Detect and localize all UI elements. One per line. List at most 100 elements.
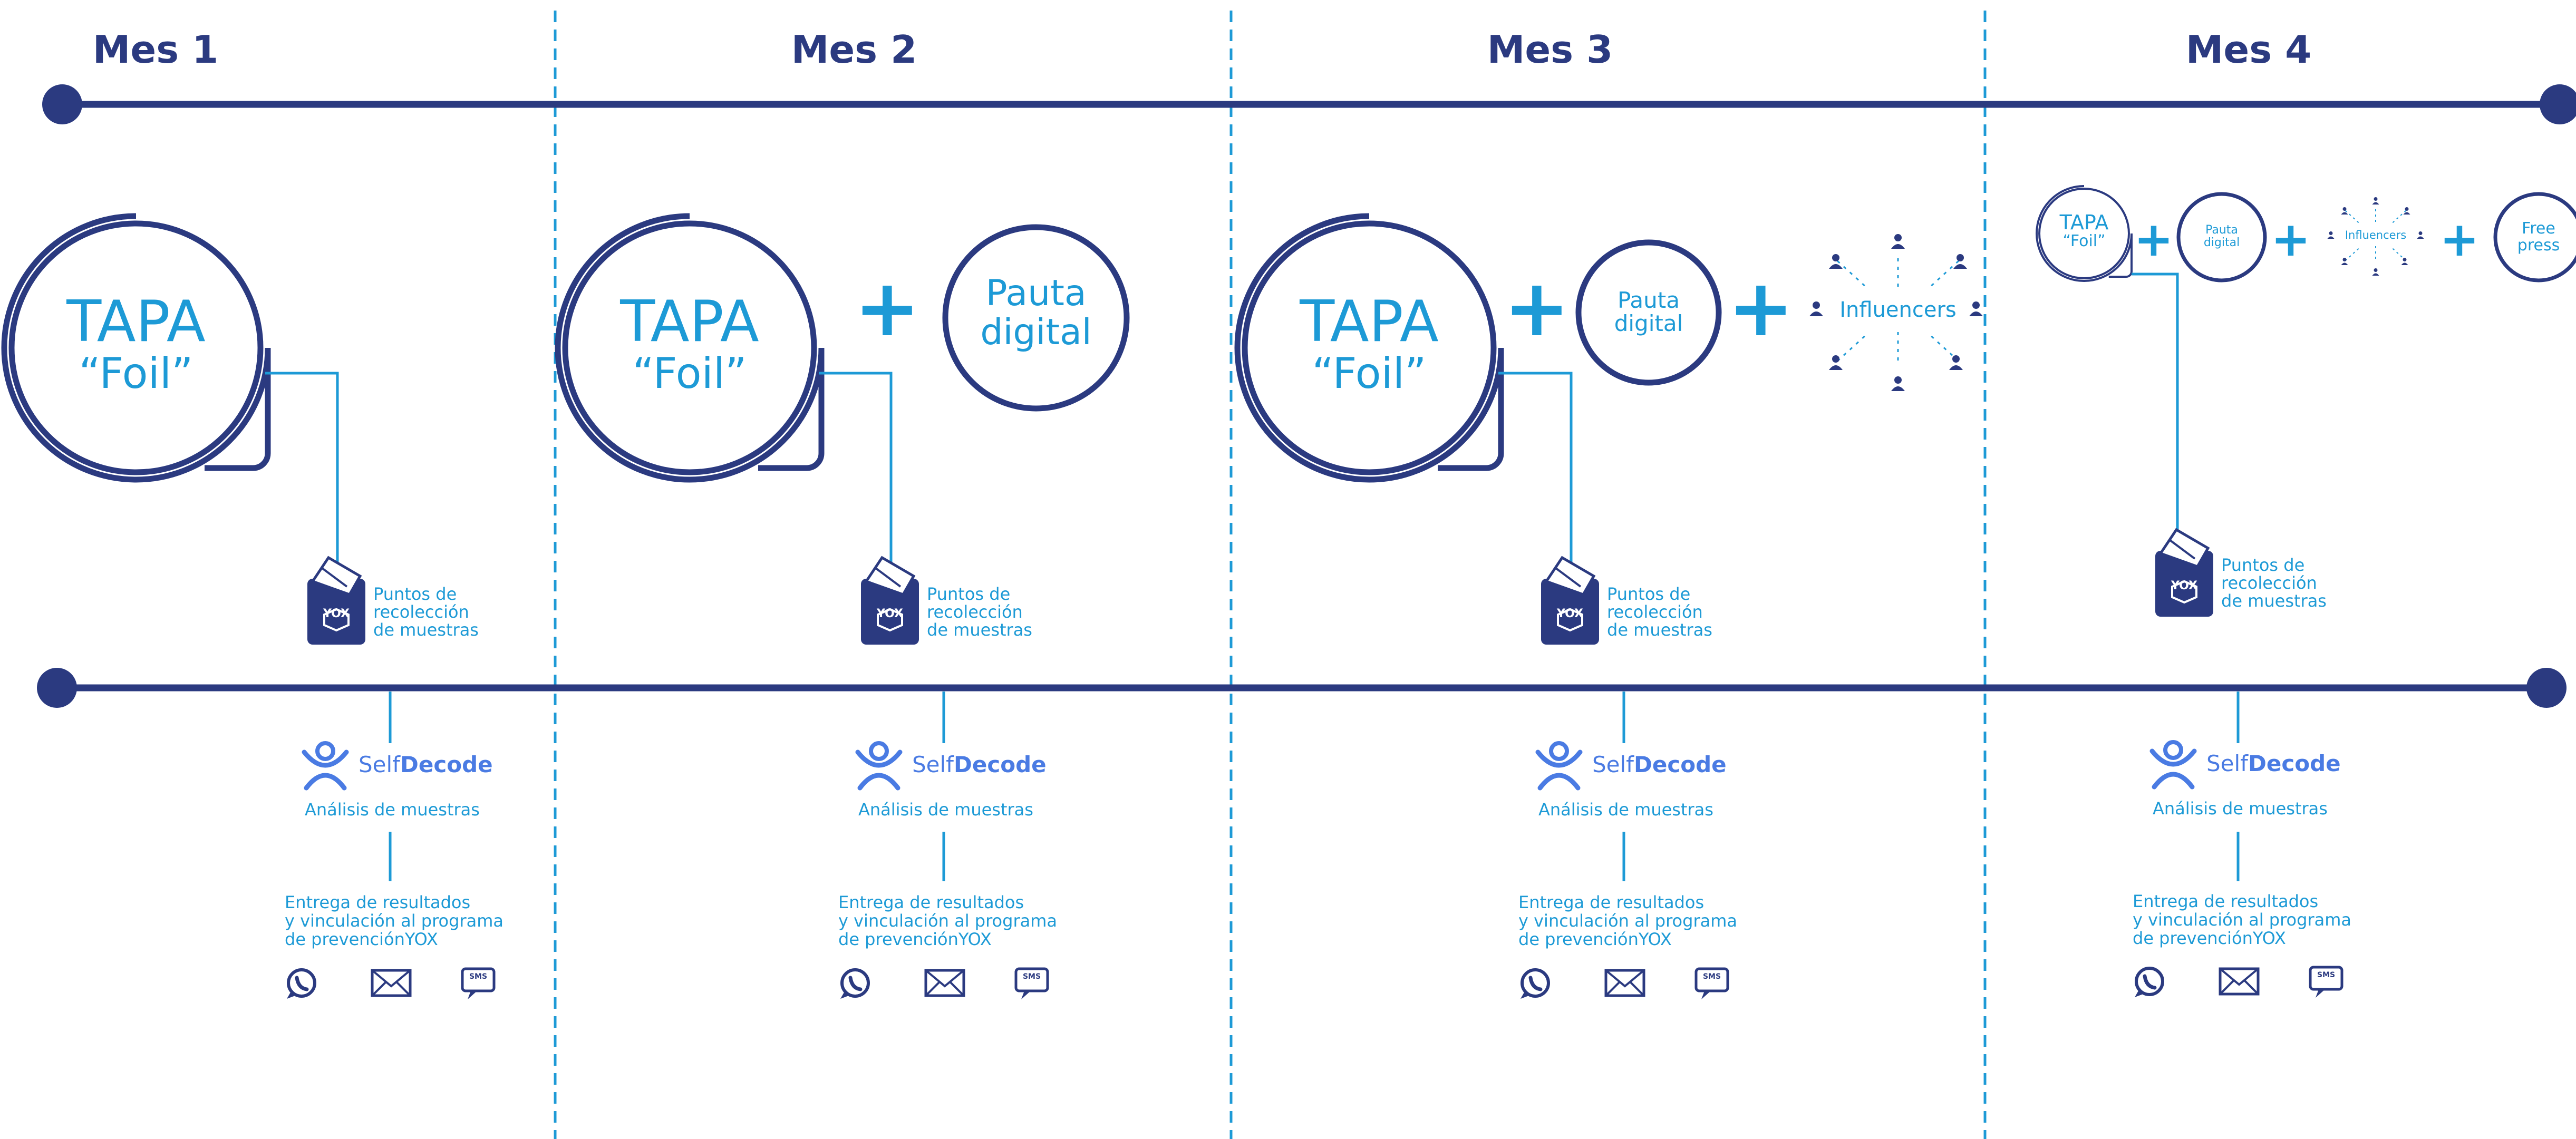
box-logo-text-3: YOX [1556, 607, 1584, 620]
influencers-cluster-4 [2327, 197, 2424, 276]
month-title-3: Mes 3 [1487, 27, 1613, 72]
sms-text-4: SMS [2317, 971, 2336, 979]
selfdecode-logo-icon-4 [2152, 742, 2194, 787]
pauta-digital-circle-2 [942, 224, 1130, 412]
collection-line2: recolección [927, 602, 1023, 622]
collection-box-icon-1 [307, 558, 365, 645]
collection-label-2: Puntos de recolección de muestras [927, 585, 1032, 639]
delivery-label-4: Entrega de resultados y vinculación al p… [2133, 892, 2351, 948]
analysis-label-4: Análisis de muestras [2153, 799, 2328, 819]
delivery-label-2: Entrega de resultados y vinculación al p… [838, 893, 1057, 949]
delivery-line3: de prevenciónYOX [285, 929, 438, 949]
month-title-4: Mes 4 [2185, 27, 2312, 72]
month-title-2: Mes 2 [791, 27, 917, 72]
delivery-line2: y vinculación al programa [838, 911, 1057, 931]
bottom-timeline-start-dot [37, 668, 77, 708]
wordmark-self: Self [359, 752, 400, 777]
analysis-label-2: Análisis de muestras [858, 800, 1033, 820]
wordmark-self: Self [1592, 752, 1634, 777]
collection-label-4: Puntos de recolección de muestras [2221, 556, 2327, 610]
top-timeline-end-dot [2540, 84, 2576, 124]
pauta-line1: Pauta [2205, 223, 2238, 237]
selfdecode-wordmark-4: SelfDecode [2206, 751, 2341, 776]
plus-sign-4b: + [2271, 212, 2311, 267]
collection-box-icon-3 [1541, 558, 1599, 645]
process-connectors [389, 692, 2240, 881]
connector-2 [819, 372, 893, 572]
tapa-sub: “Foil” [2062, 232, 2106, 250]
tapa-title: TAPA [66, 289, 206, 355]
influencers-cluster-3 [1809, 234, 1983, 391]
collection-line3: de muestras [373, 620, 479, 640]
wordmark-decode: Decode [953, 752, 1047, 777]
connector-3 [1498, 372, 1573, 572]
tapa-sub: “Foil” [632, 349, 747, 398]
delivery-line1: Entrega de resultados [1518, 892, 1705, 912]
pauta-line1: Pauta [985, 272, 1087, 314]
delivery-line1: Entrega de resultados [285, 892, 471, 912]
influencers-label-3: Influencers [1839, 298, 1957, 322]
selfdecode-logo-icon-3 [1538, 743, 1580, 788]
collection-line1: Puntos de [1607, 584, 1691, 604]
sms-text-3: SMS [1702, 972, 1721, 981]
tapa-label-1: TAPA “Foil” [31, 293, 241, 396]
tapa-title: TAPA [1300, 289, 1439, 355]
delivery-line2: y vinculación al programa [2133, 910, 2351, 930]
selfdecode-wordmark-3: SelfDecode [1592, 752, 1727, 777]
free-press-line1: Free [2522, 219, 2555, 238]
plus-sign-4a: + [2134, 212, 2174, 267]
pauta-line2: digital [1614, 310, 1683, 336]
pauta-digital-label-3: Pauta digital [1585, 289, 1712, 335]
selfdecode-logo-icon-2 [858, 743, 900, 788]
collection-line3: de muestras [927, 620, 1032, 640]
collection-label-1: Puntos de recolección de muestras [373, 585, 479, 639]
whatsapp-icon-2 [840, 970, 868, 999]
top-timeline-start-dot [42, 84, 82, 124]
mail-icon-4 [2220, 969, 2258, 994]
delivery-line3: de prevenciónYOX [1518, 929, 1672, 949]
collection-line1: Puntos de [927, 584, 1011, 604]
delivery-line2: y vinculación al programa [1518, 911, 1737, 931]
whatsapp-icon-4 [2135, 968, 2163, 997]
collection-line3: de muestras [2221, 591, 2327, 611]
delivery-line1: Entrega de resultados [2133, 891, 2319, 911]
bottom-timeline-end-dot [2526, 668, 2567, 708]
plus-sign-2: + [854, 262, 921, 354]
pauta-digital-label-2: Pauta digital [957, 274, 1115, 352]
pauta-digital-circle-4 [2176, 192, 2267, 283]
mail-icon-2 [926, 970, 964, 996]
mail-icon-1 [372, 970, 410, 996]
tapa-sub: “Foil” [79, 349, 193, 398]
collection-box-icon-2 [861, 558, 919, 645]
influencers-label-4: Influencers [2345, 229, 2407, 241]
connector-4 [2132, 272, 2179, 538]
whatsapp-icon-1 [287, 970, 315, 999]
selfdecode-wordmark-2: SelfDecode [912, 752, 1047, 777]
collection-line2: recolección [1607, 602, 1703, 622]
whatsapp-icon-3 [1521, 970, 1548, 999]
month-title-1: Mes 1 [92, 27, 219, 72]
collection-line1: Puntos de [2221, 555, 2305, 575]
tapa-title: TAPA [620, 289, 759, 355]
tapa-connectors [265, 272, 2179, 572]
pauta-digital-circle-3 [1575, 239, 1722, 386]
pauta-line2: digital [980, 311, 1092, 353]
collection-label-3: Puntos de recolección de muestras [1607, 585, 1712, 639]
delivery-label-3: Entrega de resultados y vinculación al p… [1518, 893, 1737, 949]
tapa-label-3: TAPA “Foil” [1264, 293, 1475, 396]
wordmark-self: Self [2206, 751, 2248, 776]
box-logo-text-1: YOX [323, 607, 350, 620]
delivery-line3: de prevenciónYOX [2133, 928, 2286, 948]
delivery-line3: de prevenciónYOX [838, 929, 992, 949]
plus-sign-3b: + [1728, 262, 1794, 354]
wordmark-decode: Decode [2248, 751, 2341, 776]
selfdecode-logo-icon-1 [304, 743, 346, 788]
delivery-line2: y vinculación al programa [285, 911, 503, 931]
selfdecode-wordmark-1: SelfDecode [359, 752, 493, 777]
mail-icon-3 [1606, 970, 1644, 996]
collection-line2: recolección [2221, 573, 2317, 593]
delivery-line1: Entrega de resultados [838, 892, 1024, 912]
analysis-label-3: Análisis de muestras [1538, 800, 1713, 820]
wordmark-decode: Decode [400, 752, 493, 777]
